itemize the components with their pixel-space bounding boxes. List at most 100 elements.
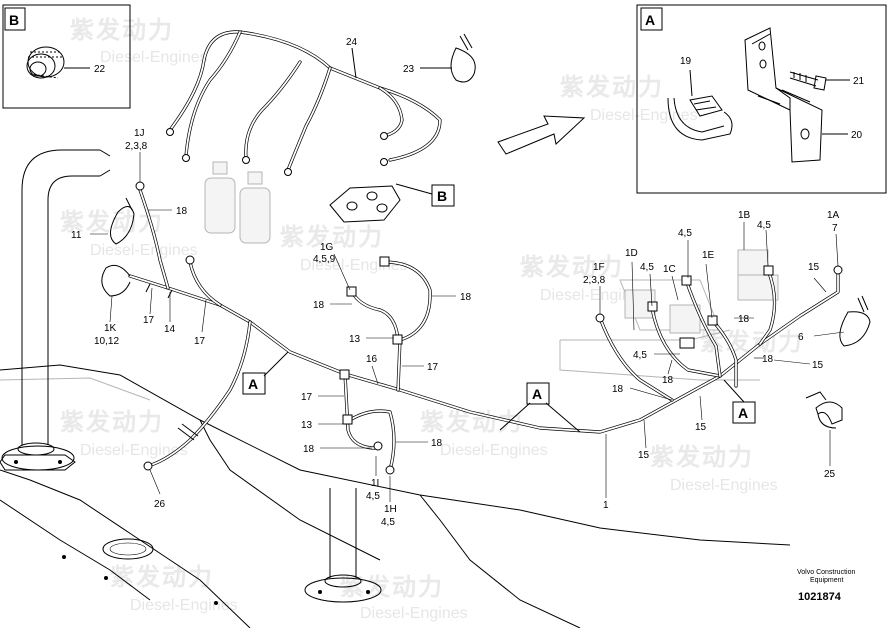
callout-1: 1	[603, 500, 609, 511]
frame-tag-a-left-letter: A	[248, 376, 258, 392]
callout-1a: 1A	[827, 210, 840, 221]
bolt-icon	[789, 71, 827, 91]
watermark-sub: Diesel-Engines	[590, 107, 698, 124]
watermark-brand: 紫发动力	[560, 73, 664, 101]
callout-18: 18	[176, 206, 188, 217]
cable-loop	[101, 264, 131, 297]
callout-24: 24	[346, 37, 358, 48]
callout-1g: 1G	[320, 242, 334, 253]
watermark-brand: 紫发动力	[520, 253, 624, 281]
detail-box-a: A 19 21 20	[636, 4, 887, 194]
callout-15: 15	[695, 422, 707, 433]
cable-tie-icon	[110, 197, 135, 245]
callout-26: 26	[154, 499, 166, 510]
bracket-icon	[744, 27, 823, 163]
callout-1h-qty: 4,5	[381, 517, 395, 528]
callout-6: 6	[798, 332, 804, 343]
callout-22: 22	[94, 64, 106, 75]
callout-17: 17	[194, 336, 206, 347]
callout-13: 13	[301, 420, 313, 431]
callout-21: 21	[853, 76, 865, 87]
callout-1k: 1K	[104, 323, 117, 334]
watermark-sub: Diesel-Engines	[130, 597, 238, 614]
callout-15: 15	[638, 450, 650, 461]
callout-1c-qty: 4,5	[678, 228, 692, 239]
callout-15: 15	[808, 262, 820, 273]
callout-18: 18	[738, 314, 750, 325]
frame-tag-a-center-letter: A	[532, 386, 542, 402]
callout-18: 18	[303, 444, 315, 455]
callout-17: 17	[427, 362, 439, 373]
detail-a-letter: A	[645, 12, 655, 28]
callout-23: 23	[403, 64, 415, 75]
callout-1d: 1D	[625, 248, 638, 259]
frame-tag-b	[431, 184, 455, 207]
frame-tag-a-right-letter: A	[738, 405, 748, 421]
callout-1f: 1F	[593, 262, 605, 273]
nut-icon	[26, 46, 65, 79]
top-harness	[166, 30, 442, 176]
cable-tie-icon	[839, 295, 871, 347]
callout-1b: 1B	[738, 210, 751, 221]
callout-1k-qty: 10,12	[94, 336, 119, 347]
machine-frame	[0, 149, 791, 629]
callout-18: 18	[762, 354, 774, 365]
frame-tags-a: A A A	[242, 351, 756, 433]
drawing-footer: Volvo Construction Equipment 1021874	[797, 569, 855, 603]
watermark-sub: Diesel-Engines	[360, 605, 468, 622]
clamp-plate	[329, 185, 401, 223]
p-clip-icon	[805, 391, 843, 429]
brand-line-1: Volvo Construction	[797, 569, 855, 576]
callout-labels: 1J 2,3,8 18 11 1K 10,12 17 14 17 1G 4,5,…	[71, 128, 840, 528]
callout-18: 18	[612, 384, 624, 395]
frame-hole	[102, 538, 154, 560]
callout-1j: 1J	[134, 128, 145, 139]
callout-1c: 1C	[663, 264, 676, 275]
watermark-brand: 紫发动力	[70, 16, 174, 44]
callout-16: 16	[366, 354, 378, 365]
view-arrow	[497, 115, 586, 155]
cable-tie-icon	[450, 33, 476, 83]
detail-box-b: B 22	[2, 4, 131, 109]
callout-14: 14	[164, 324, 176, 335]
callout-1d-qty: 4,5	[640, 262, 654, 273]
callout-4-5: 4,5	[633, 350, 647, 361]
main-harness	[128, 181, 843, 475]
cable-strap-icon	[667, 95, 733, 141]
callout-1g-qty: 4,5,9	[313, 254, 336, 265]
watermark-sub: Diesel-Engines	[540, 287, 648, 304]
callout-13: 13	[349, 334, 361, 345]
callout-18: 18	[662, 375, 674, 386]
watermark-sub: Diesel-Engines	[670, 477, 778, 494]
callout-11: 11	[71, 230, 82, 241]
callout-18: 18	[431, 438, 443, 449]
callout-18: 18	[313, 300, 325, 311]
detail-b-letter: B	[9, 12, 19, 28]
callout-1i-qty: 4,5	[366, 491, 380, 502]
watermark-sub: Diesel-Engines	[90, 242, 198, 259]
frame-tag-b-letter: B	[437, 188, 447, 204]
brand-line-2: Equipment	[810, 577, 844, 584]
watermark-brand: 紫发动力	[650, 443, 754, 471]
handrail-post	[21, 149, 100, 445]
callout-15: 15	[812, 360, 824, 371]
callout-1e: 1E	[702, 250, 715, 261]
callout-25: 25	[824, 469, 836, 480]
watermark-brand: 紫发动力	[60, 408, 164, 436]
callout-1f-qty: 2,3,8	[583, 275, 606, 286]
callout-1b-qty: 4,5	[757, 220, 771, 231]
watermark-sub: Diesel-Engines	[80, 442, 188, 459]
drawing-number: 1021874	[798, 591, 842, 603]
watermark-brand: 紫发动力	[110, 563, 214, 591]
callout-17: 17	[301, 392, 313, 403]
callout-17: 17	[143, 315, 155, 326]
leader-lines	[90, 152, 845, 502]
watermark-brand: 紫发动力	[280, 223, 384, 251]
callout-20: 20	[851, 130, 863, 141]
callout-7: 7	[832, 223, 838, 234]
callout-18: 18	[460, 292, 472, 303]
watermark-sub: Diesel-Engines	[440, 442, 548, 459]
lower-post	[329, 488, 357, 578]
callout-1j-qty: 2,3,8	[125, 141, 148, 152]
